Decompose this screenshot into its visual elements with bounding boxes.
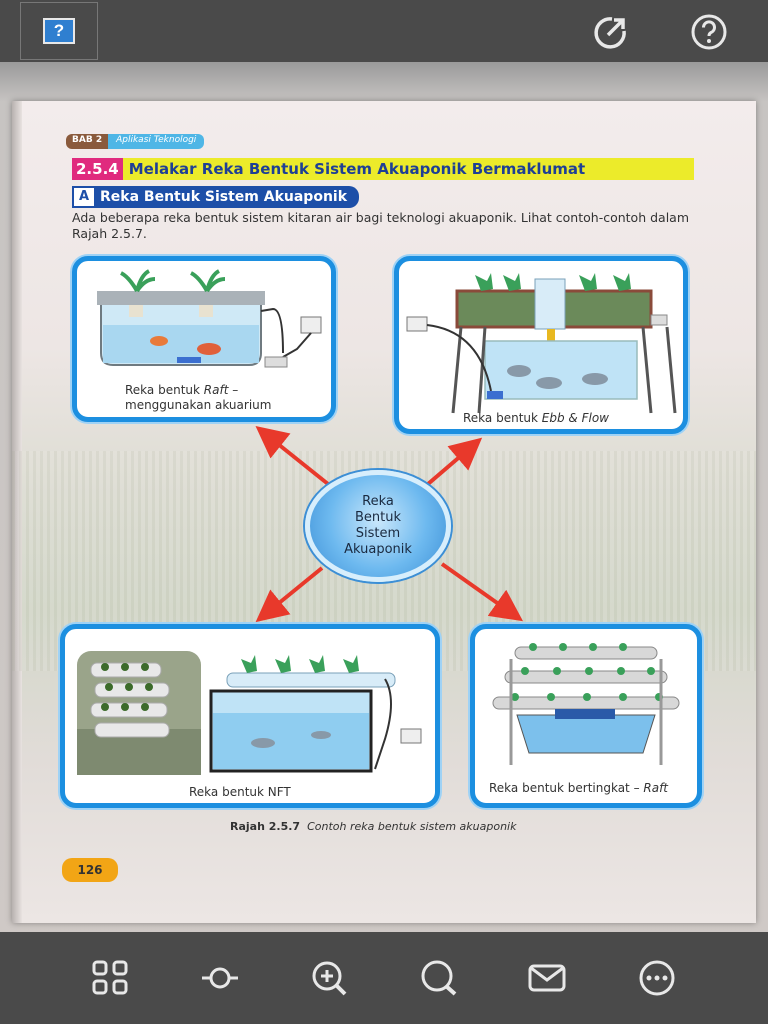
intro-paragraph: Ada beberapa reka bentuk sistem kitaran … <box>72 210 690 241</box>
center-topic-circle: Reka Bentuk Sistem Akuaponik <box>305 470 451 582</box>
nft-illustration <box>77 651 422 775</box>
chapter-label: BAB 2 <box>66 134 109 149</box>
ebb-flow-illustration <box>406 273 677 414</box>
grid-icon[interactable] <box>91 960 131 996</box>
help-icon: ? <box>43 18 75 44</box>
page-number-badge: 126 <box>62 858 118 882</box>
chapter-title: Aplikasi Teknologi <box>108 134 205 149</box>
more-icon[interactable] <box>637 960 677 996</box>
tiered-raft-design-box: Reka bentuk bertingkat – Raft <box>470 624 702 808</box>
figure-caption: Rajah 2.5.7 Contoh reka bentuk sistem ak… <box>230 820 517 833</box>
ebb-flow-design-box: Reka bentuk Ebb & Flow <box>394 256 688 434</box>
page-spine <box>12 101 22 923</box>
section-title: Melakar Reka Bentuk Sistem Akuaponik Ber… <box>128 160 586 178</box>
share-icon[interactable] <box>592 13 630 51</box>
mail-icon[interactable] <box>527 960 567 996</box>
help-button[interactable]: ? <box>20 2 98 60</box>
section-heading: 2.5.4 Melakar Reka Bentuk Sistem Akuapon… <box>72 158 694 180</box>
tiered-raft-illustration <box>492 643 680 765</box>
search-icon[interactable] <box>418 960 458 996</box>
slider-icon[interactable] <box>200 960 240 996</box>
nft-design-box: Reka bentuk NFT <box>60 624 440 808</box>
tiered-raft-caption: Reka bentuk bertingkat – Raft <box>489 781 669 795</box>
help-icon[interactable] <box>690 13 728 51</box>
ebb-flow-caption: Reka bentuk Ebb & Flow <box>463 411 609 425</box>
raft-design-box: Reka bentuk Raft – menggunakan akuarium <box>72 256 336 422</box>
section-number: 2.5.4 <box>72 158 123 180</box>
subsection-letter: A <box>74 188 94 206</box>
zoom-in-icon[interactable] <box>310 960 350 996</box>
raft-aquarium-illustration <box>97 269 322 368</box>
top-toolbar: ? <box>0 0 768 62</box>
subsection-heading: A Reka Bentuk Sistem Akuaponik <box>72 186 360 208</box>
nft-caption: Reka bentuk NFT <box>189 785 291 799</box>
subsection-title: Reka Bentuk Sistem Akuaponik <box>100 189 348 205</box>
raft-caption: Reka bentuk Raft – menggunakan akuarium <box>125 383 272 412</box>
chapter-tag: BAB 2 Aplikasi Teknologi <box>66 134 205 149</box>
center-topic-label: Reka Bentuk Sistem Akuaponik <box>344 494 412 557</box>
